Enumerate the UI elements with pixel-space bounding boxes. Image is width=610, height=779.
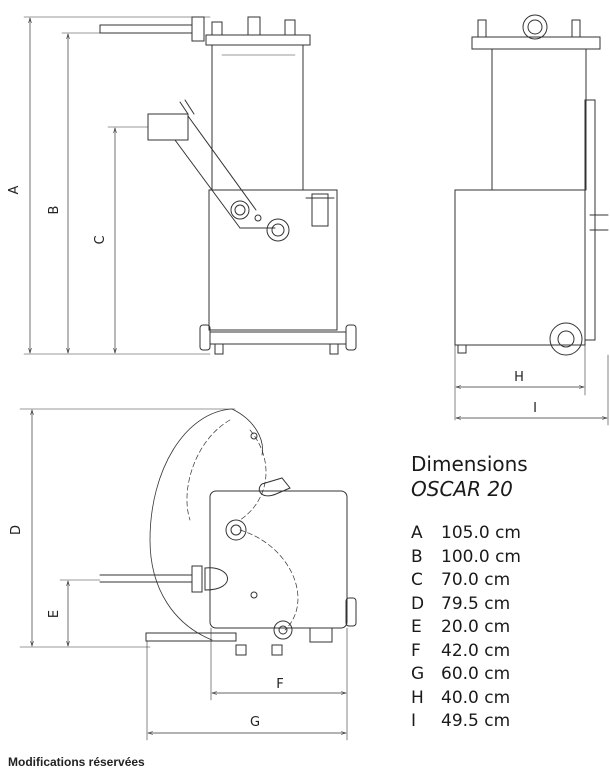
dimension-value: 42.0 cm xyxy=(441,640,511,661)
dim-label-f: F xyxy=(276,677,283,692)
dimension-value: 60.0 cm xyxy=(441,664,511,684)
dimension-value: 105.0 cm xyxy=(441,523,521,543)
dimension-letter: A xyxy=(411,523,423,543)
dimension-row: H 40.0 cm xyxy=(411,687,606,711)
dim-label-h: H xyxy=(514,370,524,385)
dim-label-a: A xyxy=(7,185,22,194)
dimension-row: C 70.0 cm xyxy=(411,569,606,593)
dimension-row: F 42.0 cm xyxy=(411,640,606,664)
dim-label-b: B xyxy=(47,206,62,215)
dim-label-c: C xyxy=(93,235,108,244)
dimension-row: B 100.0 cm xyxy=(411,546,606,570)
model-name: OSCAR 20 xyxy=(411,477,513,501)
dim-label-e: E xyxy=(47,610,62,618)
dimension-letter: E xyxy=(411,617,422,637)
dimension-letter: F xyxy=(411,640,421,661)
panel-title: Dimensions xyxy=(411,452,528,476)
side-view xyxy=(454,14,609,426)
dimension-value: 70.0 cm xyxy=(441,570,511,590)
dim-label-d: D xyxy=(9,525,24,535)
dimension-row: A 105.0 cm xyxy=(411,522,606,546)
dimension-row: D 79.5 cm xyxy=(411,593,606,617)
dimension-value: 40.0 cm xyxy=(441,687,511,708)
top-view xyxy=(19,408,357,741)
dimension-row: G 60.0 cm xyxy=(411,663,606,687)
dim-label-g: G xyxy=(250,715,260,730)
front-view xyxy=(23,16,357,355)
dimension-letter: I xyxy=(411,711,417,731)
dimension-value: 79.5 cm xyxy=(441,593,511,614)
footer-note: Modifications réservées xyxy=(8,755,145,769)
dimension-letter: H xyxy=(411,687,424,708)
dimension-value: 20.0 cm xyxy=(441,617,511,637)
dimension-letter: C xyxy=(411,570,423,590)
dimension-row: E 20.0 cm xyxy=(411,616,606,640)
dimension-letter: D xyxy=(411,593,425,614)
dimension-value: 100.0 cm xyxy=(441,546,521,567)
dimension-letter: G xyxy=(411,664,425,684)
dimension-value: 49.5 cm xyxy=(441,711,511,731)
dimension-letter: B xyxy=(411,546,423,567)
dimension-list: A 105.0 cm B 100.0 cm C 70.0 cm D 79.5 cm E 20.0 … xyxy=(411,522,606,734)
dimension-row: I 49.5 cm xyxy=(411,710,606,734)
dim-label-i: I xyxy=(533,401,537,416)
